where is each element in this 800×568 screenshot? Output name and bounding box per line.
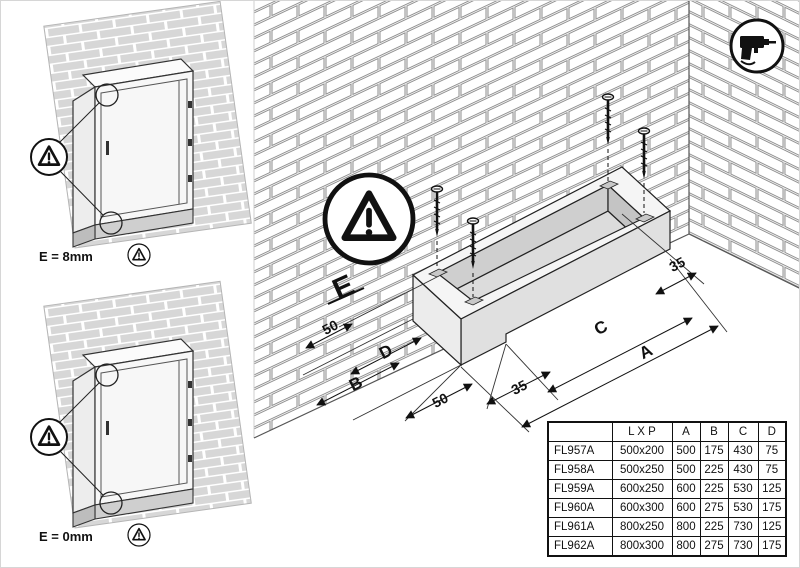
cell-lxp: 800x300 [611,536,673,557]
table-row: FL959A 600x250 600 225 530 125 [547,479,787,499]
plinth-frame [411,166,672,367]
table-row: FL957A 500x200 500 175 430 75 [547,441,787,461]
header-d: D [757,421,787,442]
dimension-label-50-bottom: 50 [430,389,451,410]
panel-gap-0mm: E = 0mm [31,281,251,547]
cell-d: 175 [757,536,787,557]
gap-label-0mm: E = 0mm [39,529,93,544]
cell-a: 600 [671,479,701,499]
cell-d: 75 [757,460,787,480]
cell-ref: FL959A [547,479,613,499]
dimension-label-35-bottom: 35 [509,376,530,397]
cell-b: 275 [699,536,729,557]
cell-d: 125 [757,517,787,537]
cell-a: 500 [671,441,701,461]
cell-b: 225 [699,517,729,537]
dimension-label-35-right: 35 [667,253,688,274]
header-ref [547,421,613,442]
cell-b: 225 [699,460,729,480]
header-a: A [671,421,701,442]
panel-gap-8mm: E = 8mm [31,1,251,267]
warning-triangle-icon [127,243,151,267]
cell-d: 125 [757,479,787,499]
cell-c: 730 [727,517,759,537]
cell-b: 275 [699,498,729,518]
gap-label-8mm: E = 8mm [39,249,93,264]
cell-ref: FL957A [547,441,613,461]
warning-triangle-icon-main [325,175,413,263]
cell-ref: FL958A [547,460,613,480]
cell-c: 430 [727,460,759,480]
cell-a: 800 [671,517,701,537]
table-row: FL958A 500x250 500 225 430 75 [547,460,787,480]
cell-b: 175 [699,441,729,461]
cabinet-scene [31,281,251,528]
dimension-label-c: C [591,317,611,340]
header-lxp: L X P [611,421,673,442]
table-row: FL962A 800x300 800 275 730 175 [547,536,787,557]
cell-d: 175 [757,498,787,518]
cell-ref: FL960A [547,498,613,518]
cell-lxp: 500x200 [611,441,673,461]
cell-c: 730 [727,536,759,557]
cell-lxp: 600x300 [611,498,673,518]
cell-lxp: 800x250 [611,517,673,537]
dimension-table: L X P A B C D FL957A 500x200 500 175 430… [547,421,787,557]
dimension-label-50-left: 50 [320,316,341,337]
header-b: B [699,421,729,442]
table-row: FL961A 800x250 800 225 730 125 [547,517,787,537]
drill-icon [729,18,785,74]
cell-ref: FL961A [547,517,613,537]
dimension-lines [305,272,719,428]
cell-ref: FL962A [547,536,613,557]
cell-a: 600 [671,498,701,518]
table-row: FL960A 600x300 600 275 530 175 [547,498,787,518]
cell-c: 530 [727,479,759,499]
cell-lxp: 600x250 [611,479,673,499]
screws [430,92,651,297]
cell-a: 800 [671,536,701,557]
warning-triangle-icon [127,523,151,547]
table-header-row: L X P A B C D [547,421,787,442]
cell-a: 500 [671,460,701,480]
cell-d: 75 [757,441,787,461]
cell-c: 430 [727,441,759,461]
header-c: C [727,421,759,442]
cell-c: 530 [727,498,759,518]
cell-lxp: 500x250 [611,460,673,480]
cabinet-scene [31,1,251,248]
cell-b: 225 [699,479,729,499]
